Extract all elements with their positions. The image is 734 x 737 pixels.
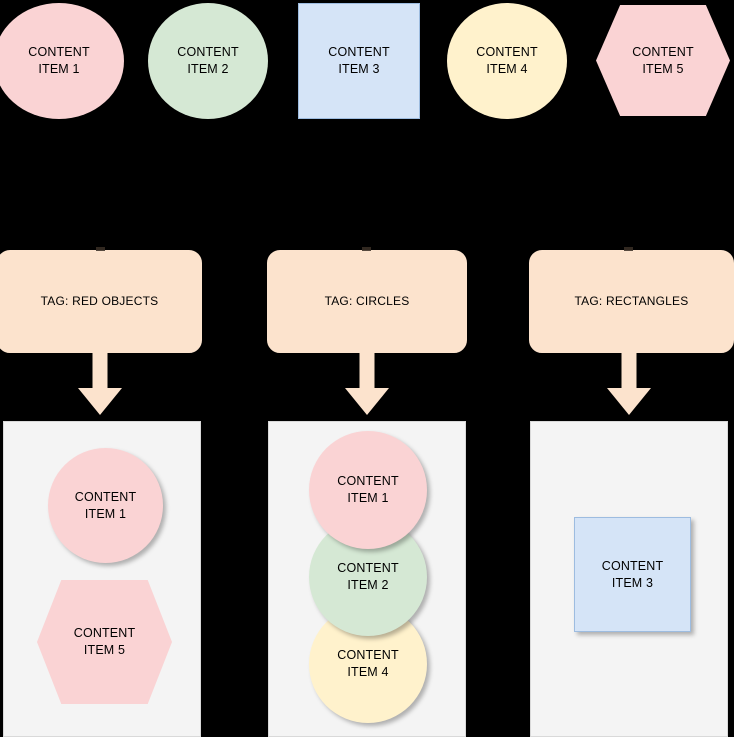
- arrow-down-circles: [345, 353, 389, 415]
- result-item-3-group-rectangles[interactable]: CONTENT ITEM 3: [574, 517, 691, 632]
- tag-box-red-objects-label: TAG: RED OBJECTS: [40, 294, 159, 309]
- tag-connector-nub-1: [96, 247, 105, 251]
- tag-box-red-objects[interactable]: TAG: RED OBJECTS: [0, 250, 202, 353]
- result-container-red-objects: CONTENT ITEM 1 CONTENT ITEM 5: [3, 421, 201, 737]
- arrow-stem: [92, 353, 108, 390]
- source-item-2-label: CONTENT ITEM 2: [177, 45, 239, 76]
- tag-connector-nub-3: [624, 247, 633, 251]
- result-item-5-group-red[interactable]: CONTENT ITEM 5: [37, 580, 172, 704]
- source-item-1[interactable]: CONTENT ITEM 1: [0, 3, 124, 119]
- source-item-2[interactable]: CONTENT ITEM 2: [148, 3, 268, 119]
- source-item-5[interactable]: CONTENT ITEM 5: [596, 5, 730, 116]
- source-item-1-label: CONTENT ITEM 1: [28, 45, 90, 76]
- tag-box-circles[interactable]: TAG: CIRCLES: [267, 250, 467, 353]
- source-item-3-label: CONTENT ITEM 3: [328, 45, 390, 76]
- arrow-down-rectangles: [607, 353, 651, 415]
- arrow-stem: [621, 353, 637, 390]
- source-item-4-label: CONTENT ITEM 4: [476, 45, 538, 76]
- result-item-1-group-circles-label: CONTENT ITEM 1: [337, 474, 399, 505]
- result-item-1-group-circles[interactable]: CONTENT ITEM 1: [309, 431, 427, 549]
- source-item-5-label: CONTENT ITEM 5: [632, 44, 694, 76]
- arrow-head: [345, 388, 389, 415]
- tag-box-rectangles-label: TAG: RECTANGLES: [574, 294, 689, 309]
- arrow-down-red-objects: [78, 353, 122, 415]
- result-item-5-group-red-label: CONTENT ITEM 5: [73, 626, 136, 657]
- result-container-rectangles: CONTENT ITEM 3: [530, 421, 728, 737]
- source-item-3[interactable]: CONTENT ITEM 3: [298, 3, 420, 119]
- result-item-3-group-rectangles-label: CONTENT ITEM 3: [601, 558, 664, 590]
- result-item-1-group-red-label: CONTENT ITEM 1: [74, 489, 137, 521]
- result-item-1-group-red[interactable]: CONTENT ITEM 1: [48, 448, 163, 563]
- tag-box-rectangles[interactable]: TAG: RECTANGLES: [529, 250, 734, 353]
- arrow-head: [78, 388, 122, 415]
- result-container-circles: CONTENT ITEM 1 CONTENT ITEM 2 CONTENT IT…: [268, 421, 466, 737]
- arrow-stem: [359, 353, 375, 390]
- source-item-4[interactable]: CONTENT ITEM 4: [447, 3, 567, 119]
- tag-box-circles-label: TAG: CIRCLES: [324, 294, 410, 309]
- tag-connector-nub-2: [362, 247, 371, 251]
- arrow-head: [607, 388, 651, 415]
